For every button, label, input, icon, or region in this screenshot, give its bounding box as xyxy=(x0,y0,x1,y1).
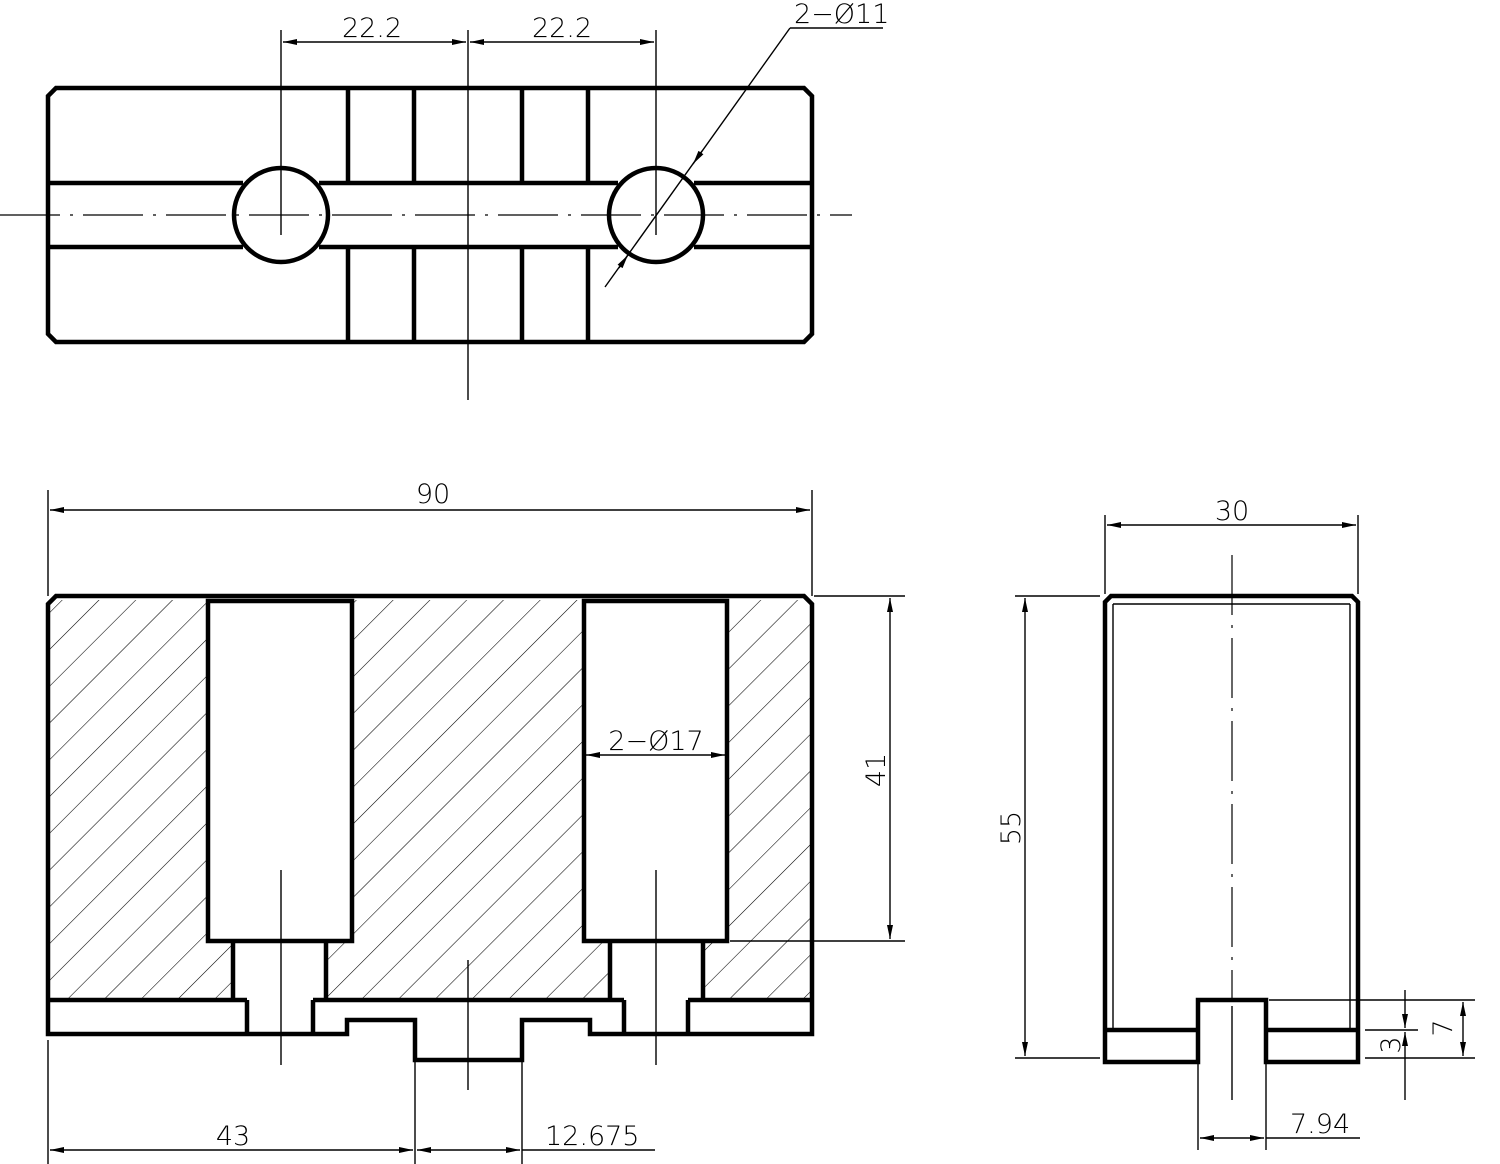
side-view: 30 55 3 7 7.94 xyxy=(996,496,1475,1150)
side-view-outline xyxy=(1102,593,1361,1065)
front-view: 90 41 2−Ø17 43 12.675 xyxy=(45,479,905,1164)
dim-key-offset: 43 xyxy=(216,1121,250,1152)
dim-pitch-right: 22.2 xyxy=(532,13,592,44)
dim-key-width: 12.675 xyxy=(545,1121,639,1152)
dim-slot-width: 7.94 xyxy=(1290,1109,1350,1140)
dim-counterbore-depth: 41 xyxy=(861,753,892,787)
dim-hole-callout: 2−Ø11 xyxy=(794,0,889,30)
dim-slot-depth-inner: 3 xyxy=(1376,1036,1407,1053)
front-view-outline xyxy=(45,593,815,1063)
dim-side-height: 55 xyxy=(996,811,1027,845)
key-slot-lines xyxy=(345,88,591,342)
dim-pitch-left: 22.2 xyxy=(342,13,402,44)
dim-slot-depth: 7 xyxy=(1428,1019,1459,1036)
hole-leader-arrow-bottom xyxy=(617,254,629,269)
counterbore-right xyxy=(581,598,730,1034)
hole-leader-arrow-top xyxy=(692,150,704,165)
dim-width: 90 xyxy=(416,479,450,510)
dim-counterbore-callout: 2−Ø17 xyxy=(608,726,703,757)
dim-side-width: 30 xyxy=(1215,496,1249,527)
top-view: 22.2 22.2 2−Ø11 xyxy=(0,0,889,400)
counterbore-left xyxy=(205,598,355,1034)
top-view-outline xyxy=(45,85,815,345)
